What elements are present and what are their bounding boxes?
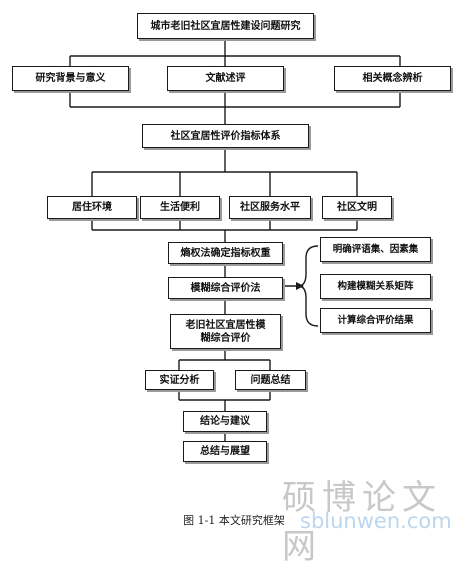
title-box: 城市老旧社区宜居性建设问题研究: [137, 13, 314, 39]
entropy-weight-box: 熵权法确定指标权重: [168, 242, 283, 264]
research-background-box: 研究背景与意义: [12, 66, 129, 91]
literature-review-box: 文献述评: [167, 66, 284, 91]
dimension-convenience: 生活便利: [140, 196, 220, 219]
concept-analysis-box: 相关概念辨析: [334, 66, 451, 91]
dimension-living-environment: 居住环境: [47, 196, 137, 219]
empirical-analysis-box: 实证分析: [145, 370, 214, 390]
indicator-system-box: 社区宜居性评价指标体系: [142, 124, 309, 148]
step-compute-result: 计算综合评价结果: [320, 308, 431, 333]
connector-lines: [69, 39, 401, 441]
step-define-sets: 明确评语集、因素集: [320, 237, 431, 262]
figure-caption: 图 1-1 本文研究框架: [183, 514, 285, 527]
watermark-url: sblunwen.com: [300, 509, 452, 533]
conclusion-box: 结论与建议: [183, 411, 267, 432]
step-build-matrix: 构建模糊关系矩阵: [320, 274, 431, 299]
problem-summary-box: 问题总结: [235, 370, 306, 390]
dimension-service-level: 社区服务水平: [229, 196, 311, 219]
fuzzy-evaluation-box: 模糊综合评价法: [168, 277, 283, 299]
outlook-box: 总结与展望: [183, 441, 267, 462]
framework-diagram: 城市老旧社区宜居性建设问题研究 研究背景与意义 文献述评 相关概念辨析 社区宜居…: [12, 13, 452, 567]
fuzzy-comprehensive-box: 老旧社区宜居性模 糊综合评价: [170, 314, 281, 349]
steps-bracket: [297, 245, 319, 327]
dimension-civility: 社区文明: [322, 196, 392, 219]
